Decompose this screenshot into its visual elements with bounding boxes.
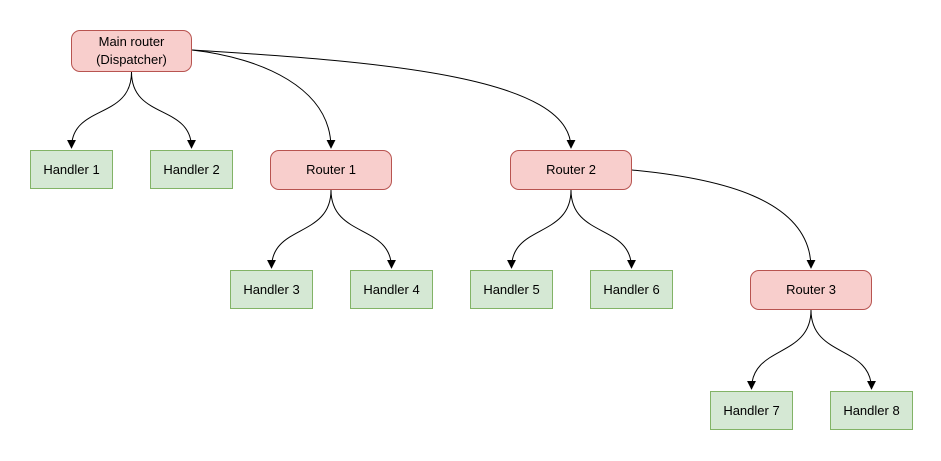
node-handler-6-label: Handler 6	[603, 281, 660, 297]
node-router-2: Router 2	[510, 150, 632, 190]
node-handler-5: Handler 5	[470, 270, 553, 309]
node-router-1: Router 1	[270, 150, 392, 190]
node-router-3: Router 3	[750, 270, 872, 310]
node-router-2-label: Router 2	[546, 162, 596, 177]
node-router-1-label: Router 1	[306, 162, 356, 177]
node-handler-8: Handler 8	[830, 391, 913, 430]
node-handler-8-label: Handler 8	[843, 402, 900, 418]
edge-router3-handler8	[810, 309, 876, 390]
node-handler-2: Handler 2	[150, 150, 233, 189]
edge-router1-handler3	[267, 189, 332, 269]
node-handler-6: Handler 6	[590, 270, 673, 309]
node-handler-5-label: Handler 5	[483, 281, 540, 297]
node-handler-2-label: Handler 2	[163, 161, 220, 177]
edge-router3-handler7	[747, 309, 812, 390]
node-main-router-label-line1: Main router	[98, 34, 165, 49]
edge-router2-handler6	[570, 189, 636, 269]
node-handler-1: Handler 1	[30, 150, 113, 189]
edge-main-handler2	[131, 71, 196, 149]
edge-main-router1	[191, 49, 336, 149]
node-main-router: Main router (Dispatcher)	[71, 30, 192, 72]
node-handler-7-label: Handler 7	[723, 402, 780, 418]
edge-router2-handler5	[507, 189, 572, 269]
node-handler-1-label: Handler 1	[43, 161, 100, 177]
node-main-router-label-line2: (Dispatcher)	[96, 52, 167, 67]
node-handler-4-label: Handler 4	[363, 281, 420, 297]
node-handler-7: Handler 7	[710, 391, 793, 430]
node-handler-3-label: Handler 3	[243, 281, 300, 297]
node-handler-4: Handler 4	[350, 270, 433, 309]
edge-router2-router3	[631, 169, 816, 269]
edge-main-handler1	[67, 71, 132, 149]
node-handler-3: Handler 3	[230, 270, 313, 309]
edge-router1-handler4	[330, 189, 396, 269]
edge-main-router2	[191, 49, 576, 149]
node-router-3-label: Router 3	[786, 282, 836, 297]
